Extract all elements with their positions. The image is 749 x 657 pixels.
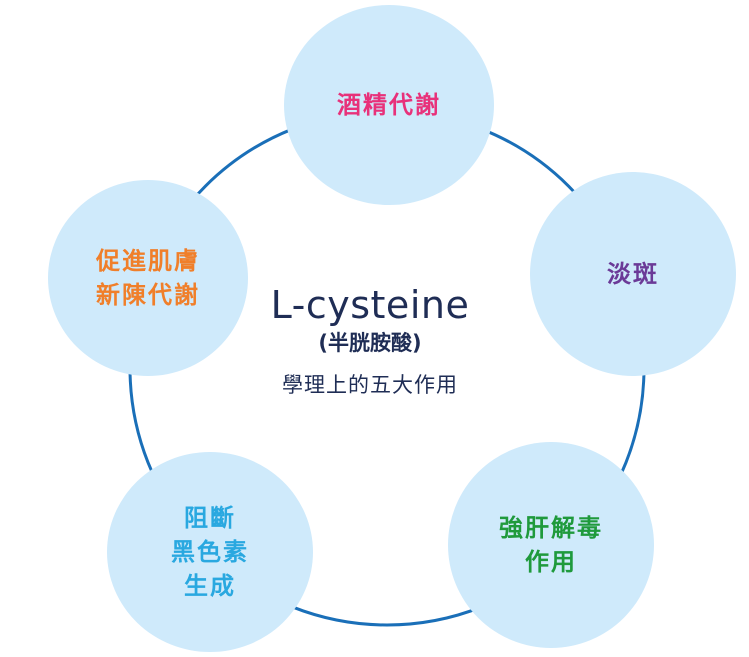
center-title: L-cysteine	[270, 283, 470, 327]
node-lighten-spots: 淡斑	[530, 172, 736, 376]
node-br-line-1: 強肝解毒	[499, 514, 603, 542]
node-left-line-1: 促進肌膚	[96, 247, 200, 275]
center-label: L-cysteine (半胱胺酸) 學理上的五大作用	[250, 282, 490, 400]
node-bl-line-3: 生成	[184, 572, 236, 600]
node-right-line-1: 淡斑	[607, 260, 659, 288]
center-caption: 學理上的五大作用	[282, 373, 458, 397]
node-bl-line-2: 黑色素	[171, 538, 249, 566]
node-block-melanin: 阻斷 黑色素 生成	[107, 452, 313, 652]
node-skin-renewal: 促進肌膚 新陳代謝	[48, 180, 248, 376]
node-top-line-1: 酒精代謝	[337, 91, 441, 119]
node-liver-detox: 強肝解毒 作用	[448, 442, 654, 648]
node-br-line-2: 作用	[525, 548, 577, 576]
node-left-line-2: 新陳代謝	[96, 281, 200, 309]
node-alcohol-metabolism: 酒精代謝	[284, 5, 494, 205]
node-bl-line-1: 阻斷	[184, 504, 236, 532]
center-subtitle: (半胱胺酸)	[318, 331, 422, 355]
